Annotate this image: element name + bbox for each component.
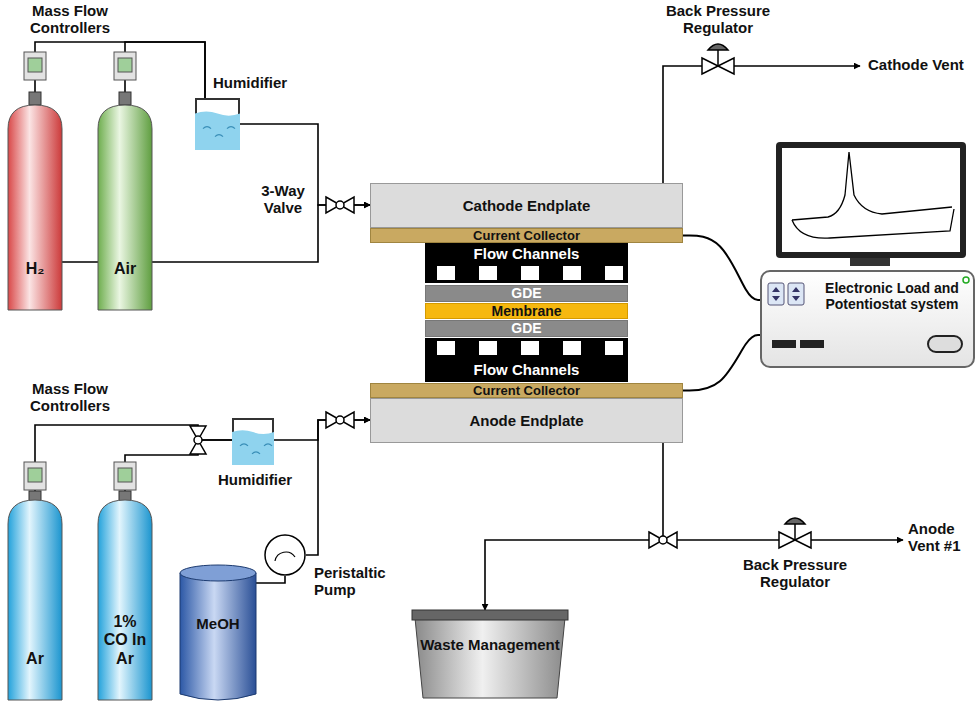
humidifier: Humidifier (232, 418, 274, 465)
node-text: Humidifier (214, 471, 296, 488)
current-collector: Current Collector (370, 383, 683, 398)
node-shape (264, 534, 306, 576)
gas-line (35, 425, 232, 500)
node-shape (98, 500, 152, 700)
node-text: Membrane (491, 304, 561, 318)
node-shape (234, 420, 272, 463)
node-text: Electronic Load and Potentiostat system (812, 280, 972, 312)
node-text: H₂ (10, 260, 60, 278)
node-text: 1% CO In Ar (100, 613, 150, 668)
node-text: Ar (10, 650, 60, 668)
gas-diffusion-electrode: GDE (425, 320, 628, 337)
back-pressure-regulator (702, 44, 811, 548)
part-label: Anode Vent #1 (908, 520, 976, 555)
part-label: Mass Flow Controllers (5, 380, 135, 415)
gas-line (125, 440, 232, 500)
node-shape (197, 100, 238, 148)
node-text: Humidifier (213, 74, 287, 91)
three-way-valve (190, 197, 677, 548)
flow-channels: Flow Channels (425, 338, 628, 382)
node-text: GDE (511, 321, 541, 336)
node-text: Flow Channels (425, 245, 628, 263)
methanol-tank: MeOH (180, 565, 256, 700)
gas-cylinder: 1% CO In Ar (98, 500, 152, 700)
node-shape (8, 500, 62, 700)
node-text: Current Collector (473, 229, 580, 242)
membrane: Membrane (425, 303, 628, 319)
gas-line (240, 124, 370, 205)
monitor-display (776, 142, 966, 266)
gas-line (485, 443, 663, 610)
node-text: Flow Channels (425, 361, 628, 379)
gas-cylinder: H₂ (8, 105, 62, 310)
gas-line (256, 576, 285, 583)
potentiostat-panel (761, 271, 974, 367)
electrical-wire (683, 335, 760, 391)
gas-cylinder: Ar (8, 500, 62, 700)
flow-channels: Flow Channels (425, 243, 628, 283)
load-potentiostat: Electronic Load and Potentiostat system (760, 270, 975, 368)
gas-line (274, 420, 370, 440)
part-label: 3-Way Valve (254, 182, 312, 217)
gas-cylinder: Air (98, 105, 152, 310)
electrical-wire (683, 236, 760, 301)
node-text: Air (100, 260, 150, 278)
part-label: Back Pressure Regulator (730, 556, 860, 591)
node-text: Cathode Endplate (463, 184, 591, 227)
gas-line (125, 42, 205, 105)
node-text: GDE (511, 286, 541, 301)
waste-container: Waste Management (415, 610, 565, 698)
endplate: Cathode Endplate (370, 183, 683, 228)
endplate: Anode Endplate (370, 398, 683, 443)
gas-line (306, 420, 370, 555)
node-shape (415, 610, 565, 698)
node-text: MeOH (184, 615, 252, 632)
node-text: Anode Endplate (469, 399, 583, 442)
current-collector: Current Collector (370, 228, 683, 243)
part-label: Back Pressure Regulator (648, 2, 788, 37)
humidifier: Humidifier (195, 98, 240, 150)
part-label: Mass Flow Controllers (5, 2, 135, 37)
gas-line (35, 42, 205, 105)
node-shape (180, 565, 256, 700)
node-shape (98, 105, 152, 310)
gas-diffusion-electrode: GDE (425, 285, 628, 302)
node-text: Peristaltic Pump (314, 564, 390, 599)
node-text: Waste Management (419, 636, 561, 653)
node-text: Current Collector (473, 384, 580, 397)
part-label: Cathode Vent (868, 56, 968, 73)
peristaltic-pump: Peristaltic Pump (264, 534, 306, 576)
node-shape (8, 105, 62, 310)
